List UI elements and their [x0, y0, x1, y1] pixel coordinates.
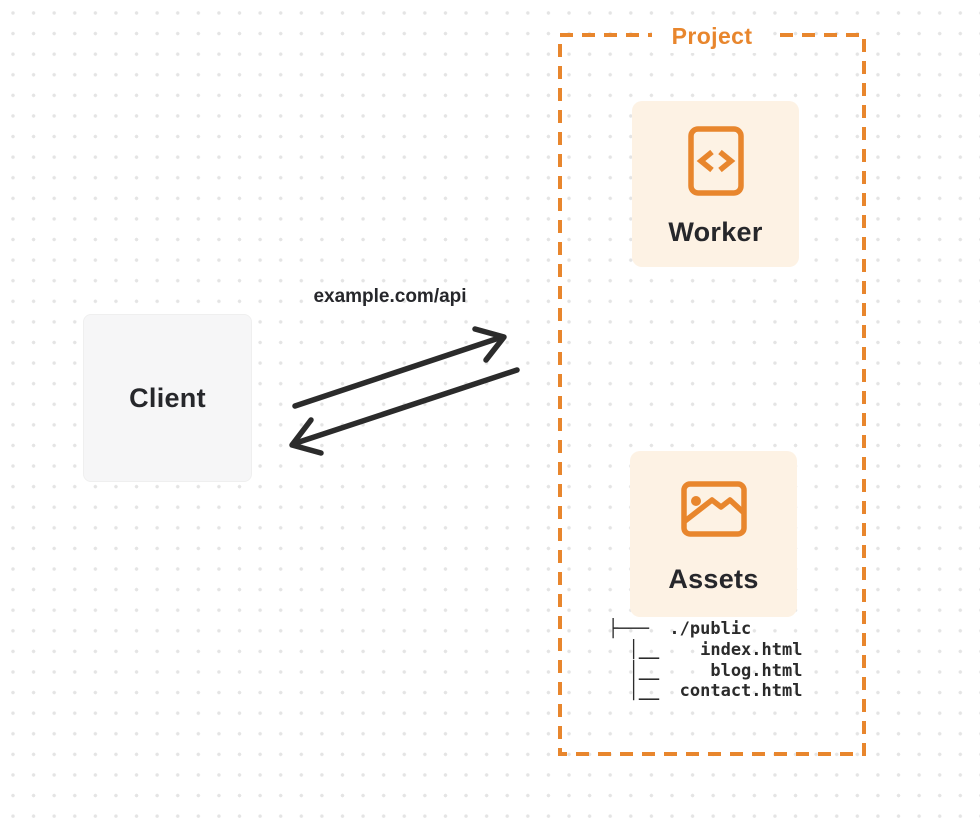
assets-label: Assets [668, 564, 759, 594]
image-icon [680, 480, 747, 538]
project-label: Project [652, 21, 772, 53]
client-label: Client [129, 382, 206, 413]
worker-label: Worker [668, 217, 763, 247]
assets-node: Assets [630, 451, 797, 617]
worker-node: Worker [632, 101, 799, 267]
request-arrow [292, 326, 507, 409]
response-arrow [289, 367, 520, 456]
file-tree: ├─── ./public │__ index.html │__ blog.ht… [608, 619, 803, 702]
request-url-label: example.com/api [313, 286, 467, 307]
code-document-icon [687, 126, 744, 196]
client-node: Client [83, 314, 252, 482]
